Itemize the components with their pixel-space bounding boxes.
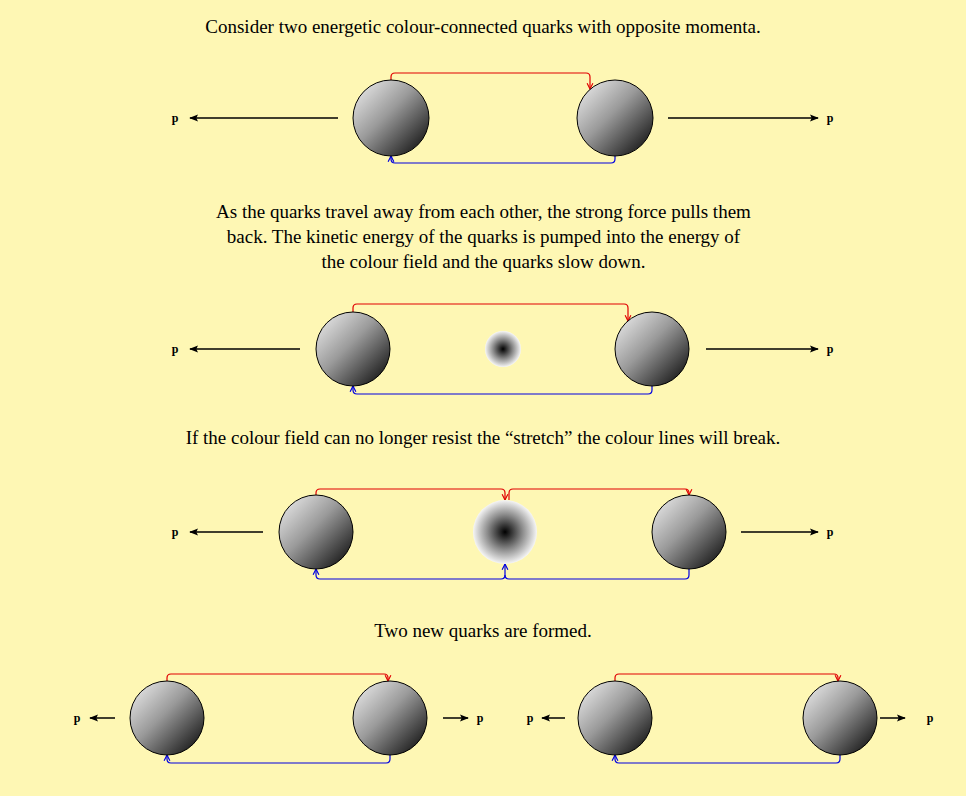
caption-text: As the quarks travel away from each othe… bbox=[216, 199, 751, 274]
momentum-label: p bbox=[172, 342, 179, 356]
momentum-label: p bbox=[527, 711, 534, 725]
momentum-label: p bbox=[477, 711, 484, 725]
caption-text: If the colour field can no longer resist… bbox=[0, 425, 966, 450]
momentum-label: p bbox=[827, 342, 834, 356]
momentum-label: p bbox=[172, 525, 179, 539]
momentum-label: p bbox=[74, 711, 81, 725]
momentum-label: p bbox=[927, 711, 934, 725]
momentum-label: p bbox=[172, 111, 179, 125]
momentum-label: p bbox=[827, 525, 834, 539]
momentum-label: p bbox=[827, 111, 834, 125]
caption-text: Consider two energetic colour-connected … bbox=[0, 14, 966, 39]
caption-text: Two new quarks are formed. bbox=[0, 618, 966, 643]
